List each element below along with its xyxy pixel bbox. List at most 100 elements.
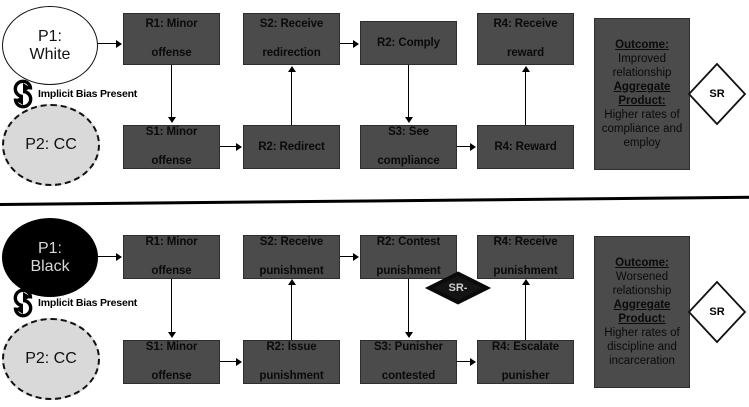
actor-p1-black-line2: Black [30,257,70,275]
circular-arrows-icon [10,288,36,318]
box-bottom-s1: S1: Minor offense [123,340,220,384]
arrowhead-s2-to-r2comply-top [353,39,359,48]
arrowhead-s2-to-r2contest-bottom [353,252,359,261]
connector-s1-to-r2issue-bottom [220,361,237,363]
box-top-s1-line2: offense [151,155,192,168]
box-bottom-r4-receive-line1: R4: Receive [493,235,558,248]
box-top-s2: S2: Receive redirection [243,13,340,65]
actor-p2-cc-bottom-label: P2: CC [25,350,77,368]
box-top-r4-receive: R4: Receive reward [477,13,574,65]
sr-diamond-bottom-label: SR [709,306,725,318]
arrowhead-r4reward-up-top [521,66,530,72]
implicit-bias-badge-bottom: Implicit Bias Present [10,288,137,318]
box-bottom-r4-receive-line2: punishment [493,265,558,278]
arrowhead-s3-to-r4escalate-bottom [470,357,476,366]
actor-p2-cc-bottom: P2: CC [2,318,100,400]
panel-divider [0,195,749,207]
arrowhead-s3-to-r4reward-top [470,142,476,151]
box-top-r1-line2: offense [151,47,192,60]
box-bottom-s1-line2: offense [151,370,192,383]
outcome-box-top: Outcome: Improved relationship Aggregate… [594,18,690,170]
circular-arrows-icon [10,79,36,109]
actor-p1-white-line1: P1: [37,27,62,45]
sr-diamond-bottom: SR [687,280,747,344]
box-top-r4-reward: R4: Reward [477,125,574,169]
box-bottom-s3-line2: contested [381,370,436,383]
box-bottom-r4-escalate-line1: R4: Escalate [491,340,560,353]
box-bottom-r2-issue-line1: R2: Issue [266,340,317,353]
connector-r2contest-down-bottom [408,279,410,333]
box-bottom-r2-contest: R2: Contest punishment [360,235,457,279]
box-top-r2-comply-line1: R2: Comply [377,36,440,49]
outcome-bottom-body2: Higher rates of discipline and incarcera… [604,327,680,368]
connector-p1-to-r1-bottom [97,256,117,258]
outcome-top-heading2: Aggregate Product: [613,80,671,107]
connector-r1-down-bottom [171,279,173,333]
box-top-s1-line1: S1: Minor [145,125,198,138]
box-bottom-r1: R1: Minor offense [123,235,220,279]
box-bottom-s2-line2: punishment [259,265,324,278]
box-top-r1-line1: R1: Minor [145,17,198,30]
arrowhead-r1-down-bottom [167,332,176,338]
box-bottom-s3: S3: Punisher contested [360,340,457,384]
box-top-r4-reward-line1: R4: Reward [494,140,557,153]
sr-negative-diamond-label: SR- [448,282,468,294]
outcome-top-body1: Improved relationship [612,52,672,79]
connector-r2redirect-up-top [291,72,293,125]
box-bottom-r4-receive: R4: Receive punishment [477,235,574,279]
box-bottom-r1-line2: offense [151,265,192,278]
arrowhead-r2redirect-up-top [287,66,296,72]
connector-s2-to-r2contest-bottom [340,256,354,258]
connector-r2issue-up-bottom [291,285,293,340]
box-top-r2-redirect: R2: Redirect [243,125,340,169]
box-bottom-r2-contest-line1: R2: Contest [376,235,441,248]
actor-p2-cc-top-label: P2: CC [25,136,77,154]
arrowhead-r1-down-top [167,117,176,123]
outcome-bottom-heading1: Outcome: [615,256,669,269]
arrowhead-s1-to-r2redirect-top [236,142,242,151]
connector-r1-down-top [171,65,173,118]
actor-p2-cc-top: P2: CC [2,104,100,186]
arrowhead-r4escalate-up-bottom [521,279,530,285]
connector-r4escalate-up-bottom [525,285,527,340]
box-top-r4-receive-line1: R4: Receive [493,17,558,30]
box-bottom-r1-line1: R1: Minor [145,235,198,248]
box-bottom-s1-line1: S1: Minor [145,340,198,353]
box-top-r1: R1: Minor offense [123,13,220,65]
box-bottom-r4-escalate: R4: Escalate punisher [477,340,574,384]
box-top-r2-redirect-line1: R2: Redirect [258,140,325,153]
box-top-s2-line1: S2: Receive [259,17,324,30]
arrowhead-r2issue-up-bottom [287,279,296,285]
connector-r4reward-up-top [525,72,527,125]
box-top-r4-receive-line2: reward [506,47,545,60]
actor-p1-white: P1: White [2,6,98,85]
box-top-s3-line1: S3: See [388,125,429,138]
box-bottom-s2: S2: Receive punishment [243,235,340,279]
arrowhead-p1-to-r1-bottom [116,252,122,261]
arrowhead-r2contest-down-bottom [404,332,413,338]
implicit-bias-label-bottom: Implicit Bias Present [38,297,138,309]
box-top-s2-line2: redirection [262,47,321,60]
box-bottom-r2-issue: R2: Issue punishment [243,340,340,384]
connector-s1-to-r2redirect-top [220,146,237,148]
box-top-s1: S1: Minor offense [123,125,220,169]
box-bottom-r2-issue-line2: punishment [259,370,324,383]
implicit-bias-badge-top: Implicit Bias Present [10,79,137,109]
connector-p1-to-r1-top [97,43,117,45]
actor-p1-black-line1: P1: [37,239,62,257]
box-top-s3-line2: compliance [377,155,440,168]
sr-negative-diamond: SR- [424,271,492,305]
box-bottom-r2-contest-line2: punishment [376,265,441,278]
sr-diamond-top: SR [687,62,747,126]
implicit-bias-label-top: Implicit Bias Present [38,88,138,100]
box-top-r2-comply: R2: Comply [360,21,457,65]
outcome-box-bottom: Outcome: Worsened relationship Aggregate… [594,236,690,388]
actor-p1-white-line2: White [29,45,71,63]
outcome-bottom-body1: Worsened relationship [612,270,672,297]
arrowhead-p1-to-r1-top [116,39,122,48]
connector-s3-to-r4reward-top [457,146,471,148]
connector-s3-to-r4escalate-bottom [457,361,471,363]
actor-p1-black: P1: Black [2,218,98,297]
arrowhead-r2comply-down-top [404,117,413,123]
